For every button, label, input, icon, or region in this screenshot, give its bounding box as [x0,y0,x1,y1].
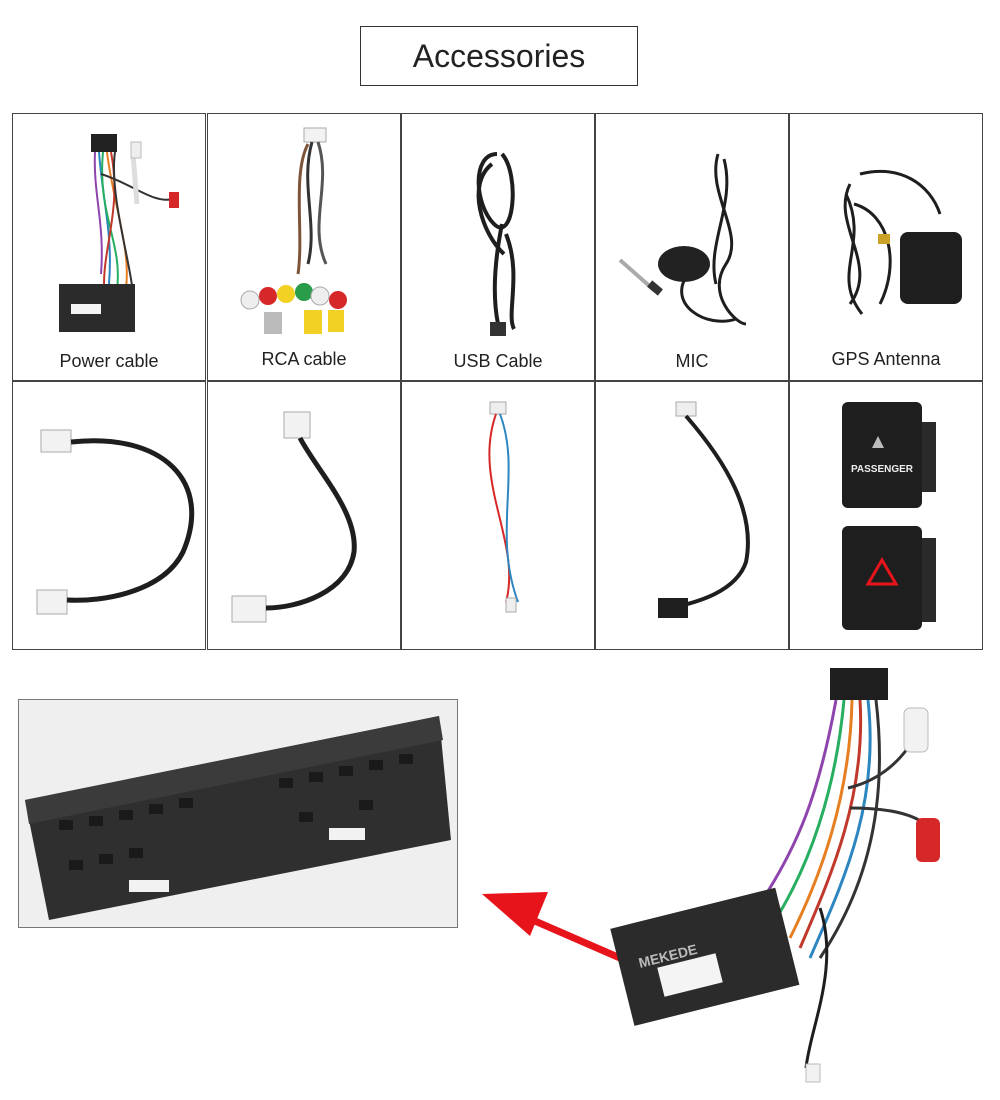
accessory-thin-wire [401,381,595,650]
accessory-usb-cable: USB Cable [401,113,595,381]
harness-cable-icon [36,429,195,615]
accessory-rca-cable: RCA cable [207,113,401,381]
accessory-mic: MIC [595,113,789,381]
accessory-gps-antenna: GPS Antenna [789,113,983,381]
power-harness-photo-icon: MEKEDE [610,668,940,1083]
accessory-harness-2 [207,381,401,650]
accessories-grid: Power cable RCA cable [12,113,984,650]
microphone-icon [618,153,747,326]
accessory-harness-1 [12,381,206,650]
accessory-label: USB Cable [453,351,543,371]
accessory-usb-extension [595,381,789,650]
gps-antenna-icon [843,169,962,315]
connector-closeup [18,699,458,928]
pointer-arrow-icon [482,892,622,962]
accessory-label: Power cable [59,351,159,371]
thin-wire-icon [488,401,519,613]
connector-closeup-icon [25,716,451,920]
page-title: Accessories [360,26,638,86]
rca-cable-icon [240,127,347,334]
switch-buttons-icon: PASSENGER [842,402,936,630]
accessory-switch-buttons: PASSENGER [789,381,983,650]
usb-extension-icon [658,401,750,618]
power-cable-icon [59,134,179,332]
harness-cable-icon [231,411,357,623]
accessory-label: MIC [675,351,709,371]
accessory-label: RCA cable [261,349,347,369]
passenger-label: PASSENGER [851,464,914,475]
accessory-label: GPS Antenna [831,349,941,369]
accessory-power-cable: Power cable [12,113,206,381]
usb-cable-icon [476,152,516,336]
